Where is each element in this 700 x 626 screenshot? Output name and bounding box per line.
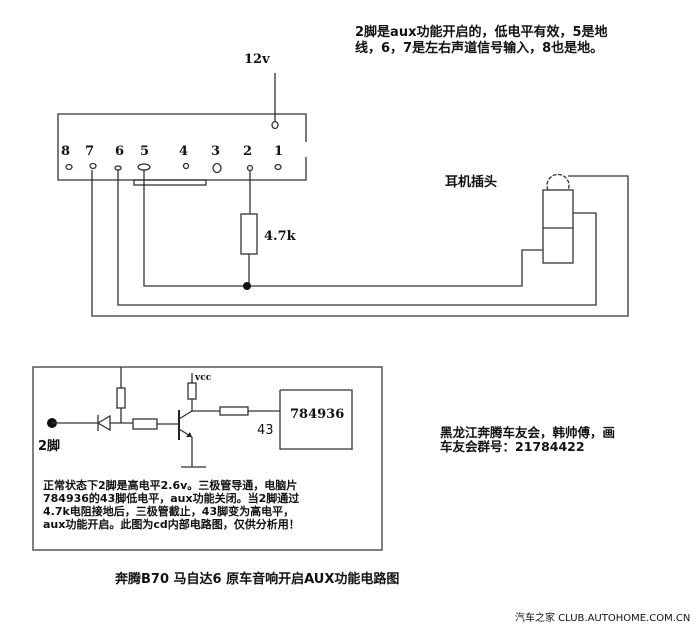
top-note-line-1: 2脚是aux功能开启的，低电平有效，5是地 — [355, 24, 608, 40]
collector-resistor — [187, 382, 197, 400]
pin-label: 4 — [179, 144, 188, 159]
inner-circuit-box — [32, 366, 383, 551]
pin-label: 7 — [85, 144, 94, 159]
connector-slot — [133, 179, 207, 186]
pin-label: 6 — [115, 144, 124, 159]
pin-label: 8 — [61, 144, 70, 159]
pin-label: 3 — [211, 144, 220, 159]
credit-line-1: 黑龙江奔腾车友会，韩帅傅，画 — [440, 425, 615, 440]
resistor-4k7 — [240, 213, 258, 255]
junction-dot — [243, 282, 251, 290]
diode-icon — [96, 414, 111, 432]
pullup-resistor — [116, 387, 126, 409]
wire-pin5 — [143, 170, 543, 287]
chip-label: 784936 — [290, 407, 344, 422]
credit-line-2: 车友会群号：21784422 — [440, 439, 585, 454]
output-resistor — [219, 406, 249, 416]
resistor-label: 4.7k — [264, 229, 297, 244]
chip-box — [279, 389, 353, 450]
headphone-label: 耳机插头 — [445, 174, 497, 190]
vcc-label: vcc — [194, 373, 212, 383]
wire-pin7 — [91, 170, 629, 317]
explanation-line-4: aux功能开启。此图为cd内部电路图，仅供分析用！ — [43, 517, 300, 531]
jack-body — [542, 189, 574, 264]
caption: 奔腾B70 马自达6 原车音响开启AUX功能电路图 — [114, 571, 399, 587]
top-note-line-2: 线，6，7是左右声道信号输入，8也是地。 — [355, 40, 603, 56]
pin-label: 2 — [243, 144, 252, 159]
connector-body — [57, 113, 307, 181]
pin-labels: 8 7 6 5 4 3 2 1 — [61, 144, 283, 159]
jack-tip — [546, 173, 570, 191]
supply-label: 12v — [244, 52, 270, 67]
base-resistor — [132, 418, 158, 430]
transistor-icon — [178, 410, 193, 440]
supply-pin-hole — [271, 120, 279, 130]
wire-pin6 — [117, 170, 597, 306]
chip-pin-label: 43 — [257, 423, 274, 438]
explanation-line-1: 正常状态下2脚是高电平2.6v。三极管导通，电脑片 — [43, 478, 297, 492]
pin-label: 5 — [140, 144, 149, 159]
explanation-line-2: 784936的43脚低电平，aux功能关闭。当2脚通过 — [43, 491, 299, 505]
pin-label: 1 — [274, 144, 283, 159]
explanation-line-3: 4.7k电阻接地后，三极管截止，43脚变为高电平， — [43, 504, 294, 518]
watermark: 汽车之家 CLUB.AUTOHOME.COM.CN — [515, 611, 690, 624]
input-label: 2脚 — [38, 438, 60, 454]
pin-holes — [65, 162, 282, 174]
